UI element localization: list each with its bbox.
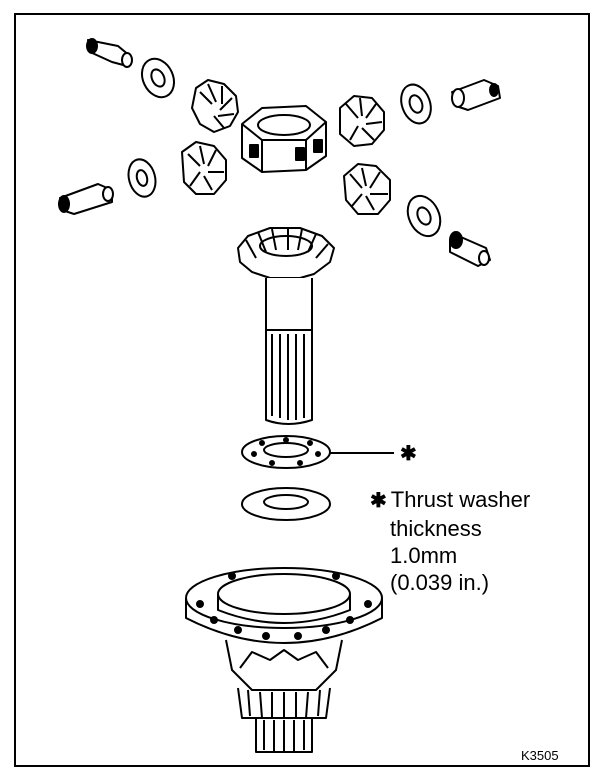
pinion-shaft-pin-lower-left (58, 183, 114, 215)
pinion-gear-upper-left (191, 79, 239, 133)
pinion-shaft-pin-lower-right (449, 231, 491, 267)
pinion-thrust-washer-upper-right (400, 83, 432, 125)
pinion-shaft-pin-upper-left (86, 38, 133, 68)
side-gear-with-shaft (237, 227, 335, 425)
thrust-washer-callout: ✱Thrust washer thickness 1.0mm (0.039 in… (370, 486, 530, 596)
pinion-shaft-pin-upper-right (451, 79, 501, 111)
side-gear-thrust-washer-marked (241, 435, 394, 469)
pinion-gear-lower-left (181, 141, 227, 195)
pinion-gear-lower-right (343, 163, 391, 215)
callout-line-3: 1.0mm (390, 543, 458, 568)
side-gear-housing-block (241, 105, 327, 173)
pinion-thrust-washer-upper-left (140, 57, 176, 99)
figure-frame (14, 13, 590, 767)
pinion-gear-upper-right (339, 95, 385, 147)
pinion-thrust-washer-lower-left (127, 158, 157, 198)
callout-line-4: (0.039 in.) (390, 570, 490, 595)
callout-text-1: Thrust washer (390, 487, 531, 512)
callout-line-1: ✱Thrust washer (370, 486, 530, 515)
callout-line-2: thickness (390, 516, 482, 541)
differential-case (185, 567, 383, 753)
callout-marker-on-washer: ✱ (400, 443, 417, 465)
pinion-thrust-washer-lower-right (406, 194, 442, 238)
side-gear-thrust-washer (241, 487, 331, 521)
callout-marker: ✱ (370, 490, 387, 512)
figure-code: K3505 (521, 748, 559, 763)
